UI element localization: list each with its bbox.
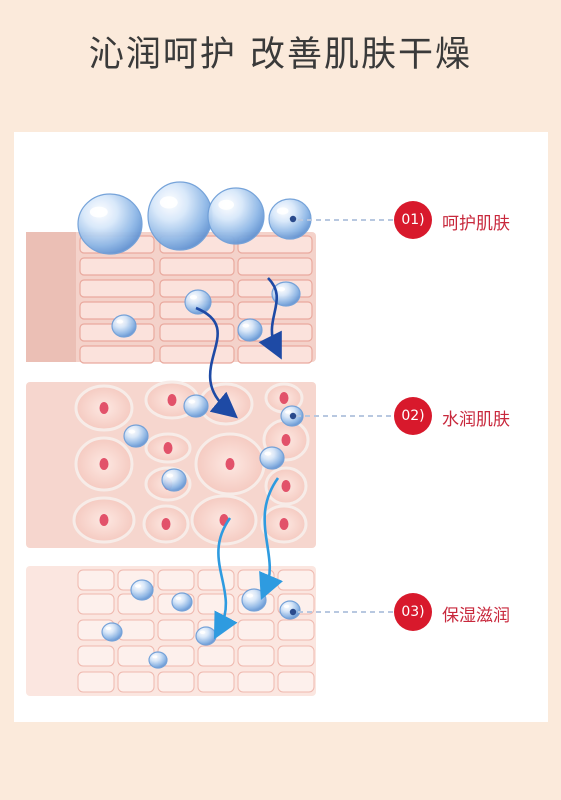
droplet-highlight: [218, 199, 235, 210]
skin-brick: [117, 619, 155, 641]
layer-02-cells: [26, 380, 316, 548]
skin-brick: [77, 593, 115, 615]
droplet-highlight: [152, 655, 158, 659]
water-droplet: [237, 318, 263, 342]
leader-dots: [289, 215, 297, 616]
skin-brick: [237, 671, 275, 693]
water-droplet: [171, 592, 193, 612]
droplet-highlight: [128, 429, 136, 434]
leader-lines: [296, 219, 396, 613]
droplet-highlight: [242, 323, 250, 328]
callout-badge-03: 03): [394, 593, 432, 631]
page-title: 沁润呵护 改善肌肤干燥: [88, 35, 473, 75]
cell-nucleus: [99, 458, 109, 470]
skin-brick: [277, 671, 315, 693]
droplet-highlight: [189, 295, 198, 300]
callout-badge-01: 01): [394, 201, 432, 239]
droplet-highlight: [89, 206, 108, 218]
skin-brick: [197, 645, 235, 667]
callout-label-01: 呵护肌肤: [442, 214, 510, 234]
water-droplet: [241, 588, 267, 612]
cell-nucleus: [161, 518, 171, 530]
water-droplet: [148, 651, 168, 669]
leader-dot-03: [289, 608, 297, 616]
skin-brick: [159, 323, 235, 342]
skin-brick: [79, 279, 155, 298]
water-droplet: [101, 622, 123, 642]
cell-nucleus: [99, 514, 109, 526]
skin-brick: [117, 671, 155, 693]
water-droplet: [207, 187, 265, 245]
skin-brick: [77, 569, 115, 591]
droplet-highlight: [159, 196, 178, 209]
droplet-highlight: [116, 319, 124, 324]
flow-arrows: [195, 277, 284, 640]
skin-brick: [237, 345, 313, 364]
water-droplet: [184, 289, 212, 315]
arrow-light-1: [213, 517, 238, 640]
water-droplet: [161, 468, 187, 492]
cell-nucleus: [225, 458, 235, 470]
leader-dot-02: [289, 412, 297, 420]
droplet-highlight: [264, 451, 272, 456]
skin-brick: [79, 345, 155, 364]
droplet-highlight: [246, 593, 254, 598]
callout-label-03: 保湿滋润: [442, 606, 510, 626]
callout-badge-02: 02): [394, 397, 432, 435]
droplet-highlight: [199, 630, 206, 635]
skin-brick: [197, 671, 235, 693]
droplet-highlight: [175, 596, 182, 601]
droplet-highlight: [188, 399, 196, 404]
skin-brick: [117, 645, 155, 667]
skin-brick: [197, 593, 235, 615]
skin-brick: [237, 619, 275, 641]
skin-brick: [159, 257, 235, 276]
leader-dot-01: [289, 215, 297, 223]
cell-nucleus: [279, 392, 289, 404]
water-droplet: [111, 314, 137, 338]
droplet-highlight: [277, 287, 286, 292]
water-droplet: [77, 193, 143, 255]
skin-brick: [157, 569, 195, 591]
cell-nucleus: [99, 402, 109, 414]
callout-label-02: 水润肌肤: [442, 410, 510, 430]
droplet-highlight: [283, 604, 290, 609]
droplet-highlight: [285, 410, 292, 414]
arrow-dark-2: [258, 277, 282, 360]
skin-brick: [159, 345, 235, 364]
skin-brick: [79, 257, 155, 276]
water-droplet: [130, 579, 154, 601]
cell-nucleus: [163, 442, 173, 454]
cell-nucleus: [279, 518, 289, 530]
skin-brick: [157, 619, 195, 641]
droplet-highlight: [166, 473, 174, 478]
cell-nucleus: [281, 434, 291, 446]
droplet-highlight: [105, 626, 112, 631]
water-droplet: [259, 446, 285, 470]
water-droplet: [195, 626, 217, 646]
droplet-highlight: [135, 584, 142, 588]
cell-nucleus: [281, 480, 291, 492]
skin-brick: [237, 645, 275, 667]
cell-nucleus: [167, 394, 177, 406]
water-droplet: [279, 600, 301, 620]
layer-03-skin: [26, 566, 316, 696]
water-droplets: [77, 181, 312, 669]
skin-brick: [237, 257, 313, 276]
skin-brick: [77, 671, 115, 693]
skin-brick: [277, 619, 315, 641]
skin-brick: [157, 671, 195, 693]
skin-brick: [277, 569, 315, 591]
droplet-highlight: [276, 207, 289, 215]
water-droplet: [183, 394, 209, 418]
water-droplet: [147, 181, 213, 251]
skin-brick: [277, 645, 315, 667]
arrow-dark-1: [195, 306, 238, 419]
water-droplet: [123, 424, 149, 448]
skin-brick: [77, 645, 115, 667]
skin-brick: [197, 569, 235, 591]
arrow-light-2: [259, 477, 284, 600]
